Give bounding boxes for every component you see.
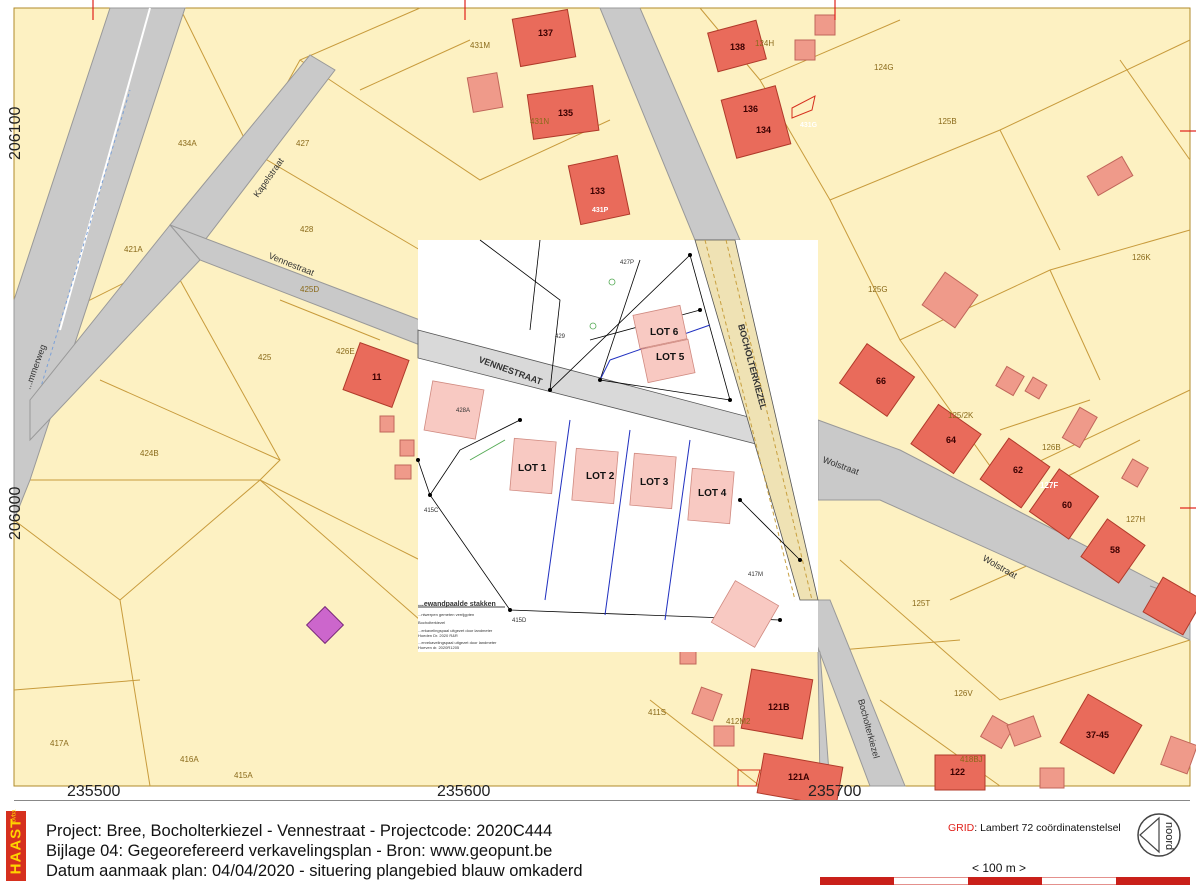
parcel-label: 415C — [424, 508, 439, 514]
attachment-line: Bijlage 04: Gegeorefereerd verkavelingsp… — [46, 842, 553, 860]
cadastral-map: 235500 235600 235700 206100 206000 Kapel… — [7, 0, 1196, 800]
house-number: 138 — [730, 42, 745, 52]
legend-line: Bocholterkiezel — [418, 620, 445, 625]
house-number: 133 — [590, 186, 605, 196]
house-number: 66 — [876, 376, 886, 386]
house-number: 121B — [768, 702, 790, 712]
parcel-label: 416A — [180, 755, 199, 764]
parcel-label: 126B — [1042, 443, 1061, 452]
project-line: Project: Bree, Bocholterkiezel - Vennest… — [46, 822, 553, 840]
parcel-label: 417M — [748, 572, 763, 578]
logo-text: HAAST — [7, 817, 25, 875]
grid-ticks — [92, 0, 1196, 509]
hatched-annex — [791, 95, 816, 119]
lot-label: LOT 6 — [650, 327, 679, 338]
house-sub-label: 431P — [592, 207, 609, 214]
lot-label: LOT 5 — [656, 352, 685, 363]
subdivision-plan-overlay — [416, 239, 819, 652]
grid-label: GRID — [948, 822, 975, 834]
parcel-label: 126V — [954, 689, 973, 698]
coord-y-206000: 206000 — [7, 487, 24, 540]
coord-x-235700: 235700 — [808, 783, 861, 800]
lot-label: LOT 2 — [586, 471, 615, 482]
parcel-label: 428A — [456, 408, 470, 414]
parcel-labels: 431M 431N 124H 124G 125B 434A 427 428 42… — [50, 39, 1151, 780]
grid-info: GRID: Lambert 72 coördinatenstelsel — [948, 822, 1121, 834]
map-footer — [0, 800, 1196, 885]
house-number: 134 — [756, 125, 771, 135]
house-number: 135 — [558, 108, 573, 118]
lot-label: LOT 3 — [640, 477, 669, 488]
north-arrow-icon: noord — [1137, 813, 1181, 857]
north-label: noord — [1163, 822, 1175, 850]
parcel-label: 124G — [874, 63, 894, 72]
house-number: 136 — [743, 104, 758, 114]
secondary-buildings — [379, 14, 1196, 789]
parcel-label: 425 — [258, 353, 272, 362]
house-numbers: 137 135 133 138 136 134 11 66 64 62 60 5… — [372, 28, 1120, 782]
parcel-label: 428 — [300, 225, 314, 234]
parcel-label: 415A — [234, 771, 253, 780]
grid-text: : Lambert 72 coördinatenstelsel — [974, 822, 1121, 834]
logo-sub-text: bvba — [11, 809, 18, 823]
scale-bar — [820, 877, 1190, 885]
date-line: Datum aanmaak plan: 04/04/2020 - situeri… — [46, 862, 583, 880]
footer-divider — [14, 800, 1190, 801]
parcel-label: 412M2 — [726, 717, 751, 726]
legend-line: Hoeven dr. 2020R1205 — [418, 645, 460, 650]
parcel-label: 429 — [555, 334, 566, 340]
scale-text: < 100 m > — [972, 861, 1027, 875]
parcel-label: 125G — [868, 285, 888, 294]
coord-y-206100: 206100 — [7, 107, 24, 160]
legend-line: Hoeden Dr. 2020 R&R — [418, 633, 458, 638]
parcel-label: 421A — [124, 245, 143, 254]
house-sub-label: 431G — [800, 122, 818, 129]
house-number: 62 — [1013, 465, 1023, 475]
legend-line: ...erkavelingspaal uitgezet door landmet… — [418, 628, 493, 633]
parcel-label: 411S — [648, 708, 666, 717]
buildings — [342, 8, 1196, 800]
parcel-label: 424B — [140, 449, 159, 458]
legend-title: ...ewandpaalde stakken — [418, 601, 496, 608]
house-number: 64 — [946, 435, 956, 445]
lot-label: LOT 1 — [518, 463, 547, 474]
house-number: 58 — [1110, 545, 1120, 555]
parcel-label: 127H — [1126, 515, 1145, 524]
house-number: 121A — [788, 772, 810, 782]
special-parcel-marker — [305, 605, 345, 645]
parcel-label: 126K — [1132, 253, 1151, 262]
legend-line: ...ntwerpen gemeten verrijgpten — [418, 612, 474, 617]
haast-logo: HAAST bvba — [6, 809, 26, 881]
parcel-label: 431N — [530, 117, 549, 126]
parcel-label: 431M — [470, 41, 490, 50]
legend-line: ...ervekavelingspaal uitgezet door landm… — [418, 640, 497, 645]
parcel-label: 434A — [178, 139, 197, 148]
parcel-label: 417A — [50, 739, 69, 748]
parcel-label: 427 — [296, 139, 310, 148]
house-number: 37-45 — [1086, 730, 1109, 740]
parcel-label: 425D — [300, 285, 319, 294]
parcel-boundaries — [13, 7, 1191, 787]
parcel-label: 426E — [336, 347, 355, 356]
coord-x-235500: 235500 — [67, 783, 120, 800]
plan-legend: ...ewandpaalde stakken ...ntwerpen gemet… — [418, 601, 497, 650]
house-number: 11 — [372, 372, 382, 382]
lot-label: LOT 4 — [698, 488, 727, 499]
parcel-label: 125B — [938, 117, 957, 126]
roads — [13, 7, 1191, 787]
parcel-label: 125T — [912, 599, 930, 608]
parcel-label: 418BJ — [960, 755, 983, 764]
lot-labels: LOT 1 LOT 2 LOT 3 LOT 4 LOT 5 LOT 6 — [518, 327, 727, 499]
parcel-label: 415D — [512, 618, 527, 624]
north-arrow: noord — [1136, 812, 1182, 858]
parcel-label: 125/2K — [948, 411, 974, 420]
house-number: 60 — [1062, 500, 1072, 510]
coord-x-235600: 235600 — [437, 783, 490, 800]
house-number: 137 — [538, 28, 553, 38]
parcel-label: 124H — [755, 39, 774, 48]
parcel-label: 127F — [1040, 481, 1058, 490]
parcel-label: 427P — [620, 260, 634, 266]
house-number: 122 — [950, 767, 965, 777]
